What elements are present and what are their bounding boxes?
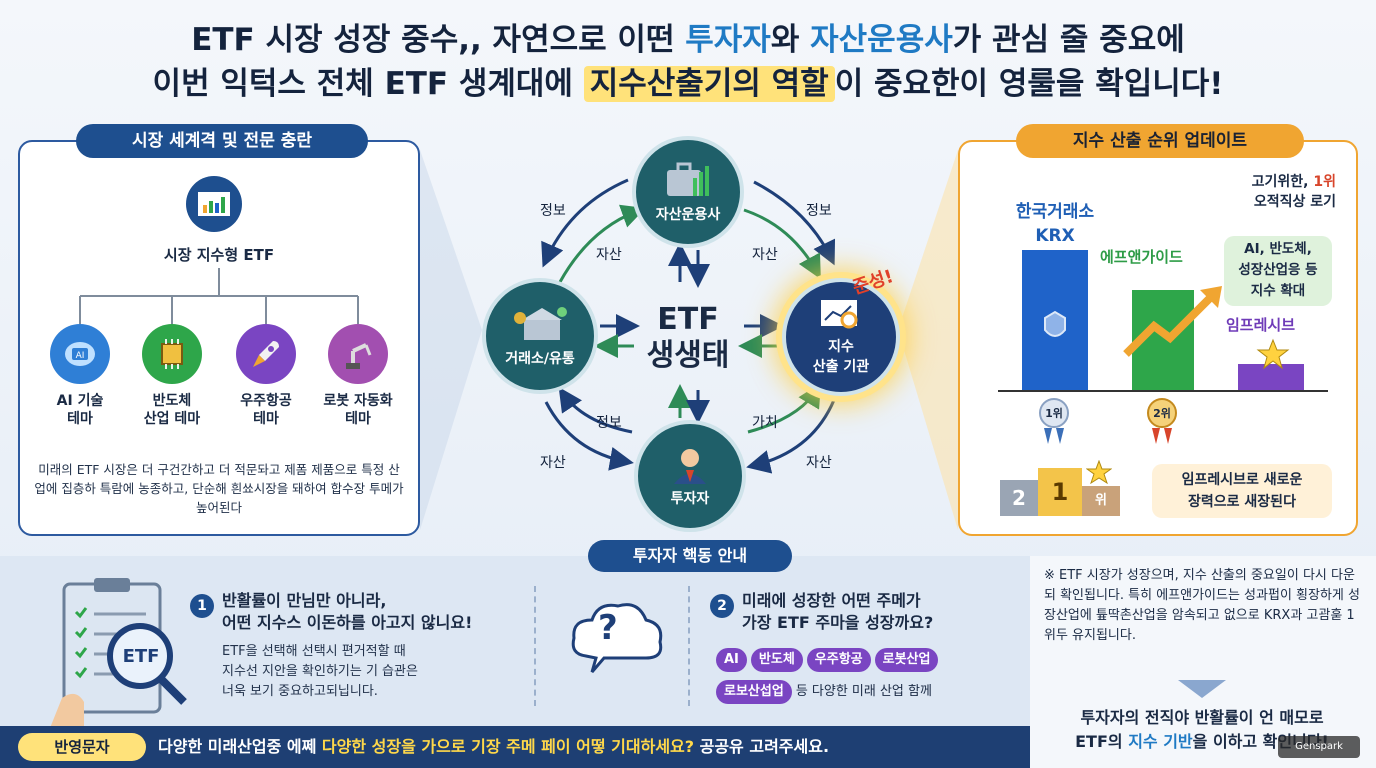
chip-icon xyxy=(142,324,202,384)
star-icon xyxy=(1256,338,1290,370)
edge-label-tl-outer: 정보 xyxy=(540,203,566,219)
ecosystem-center-line-1: ETF xyxy=(657,302,719,337)
investor-person-icon xyxy=(674,449,706,484)
theme-robotics: 로봇 자동화 테마 xyxy=(318,324,398,428)
bar-chart-icon xyxy=(186,176,242,232)
step-2-number: 2 xyxy=(710,594,734,618)
impressive-label: 임프레시브 xyxy=(1226,316,1296,334)
tag-robotics-industry: 로보산섭업 xyxy=(716,680,792,704)
page-title: ETF 시장 성장 중수,, 자연으로 이떤 투자자와 자산운용사가 관심 줄 … xyxy=(0,18,1376,106)
podium-1: 1 xyxy=(1038,468,1082,516)
node-index-provider-label-1: 지수 xyxy=(828,339,854,355)
divider-2 xyxy=(688,586,690,706)
note-panel xyxy=(1030,556,1376,768)
fnguide-bubble: AI, 반도체, 성장산업응 등 지수 확대 xyxy=(1224,236,1332,306)
node-asset-manager: 자산운용사 xyxy=(632,136,744,248)
node-investor: 투자자 xyxy=(634,420,746,532)
footer-pill: 반영문자 xyxy=(18,733,146,761)
theme-aerospace-label: 우주항공 테마 xyxy=(240,393,292,427)
footer-banner: 반영문자 다양한 미래산업중 에쩨 다양한 성장을 가으로 기장 주메 페이 어… xyxy=(0,726,1030,768)
exchange-building-icon xyxy=(514,307,567,340)
fnguide-label: 에프앤가이드 xyxy=(1100,248,1183,266)
briefcase-icon xyxy=(667,162,709,196)
node-index-provider-label-2: 산출 기관 xyxy=(812,359,870,375)
medal-1: 1위 xyxy=(1036,398,1072,448)
question-cloud-icon xyxy=(571,603,663,673)
market-theme-panel-title: 시장 세계격 및 전문 충란 xyxy=(76,124,368,158)
medal-2: 2위 xyxy=(1144,398,1180,448)
tag-robotics: 로봇산업 xyxy=(874,648,939,672)
step-2-heading: 미래에 성장한 어떤 주메가 가장 ETF 주마을 성장까요? xyxy=(742,591,934,632)
footer-text: 다양한 미래산업중 에쩨 다양한 성장을 가으로 기장 주메 페이 어떻 기대하… xyxy=(158,737,830,756)
edge-label-bl-outer: 자산 xyxy=(540,455,566,471)
bar-impressive xyxy=(1238,364,1304,390)
edge-label-bl-inner: 정보 xyxy=(596,415,622,431)
node-exchange-label: 거래소/유통 xyxy=(505,351,575,367)
chart-magnifier-icon xyxy=(821,300,858,329)
index-ranking-panel-title: 지수 산출 순위 업데이트 xyxy=(1016,124,1304,158)
clipboard-magnifier-icon xyxy=(50,578,187,728)
bar-krx xyxy=(1022,250,1088,390)
step-1-heading: 반활률이 만님만 아니라, 어떤 지수스 이돈하를 아고지 않니요! xyxy=(222,591,473,632)
theme-ai: AI AI 기술 테마 xyxy=(40,324,120,428)
edge-label-br-inner: 가치 xyxy=(752,415,778,431)
theme-aerospace: 우주항공 테마 xyxy=(226,324,306,428)
node-investor-label: 투자자 xyxy=(670,491,710,507)
growth-arrow-icon xyxy=(1123,286,1222,357)
ecosystem-center-label: ETF 생생태 xyxy=(618,302,758,374)
edge-label-tr-inner: 자산 xyxy=(752,247,778,263)
index-ranking-panel: 지수 산출 순위 업데이트 고기위한, 1위 오적직상 로기 한국거래소 KRX… xyxy=(958,124,1358,536)
title-line-1: ETF 시장 성장 중수,, 자연으로 이떤 투자자와 자산운용사가 관심 줄 … xyxy=(191,22,1185,58)
edge-label-tl-inner: 자산 xyxy=(596,247,622,263)
edge-label-tr-outer: 정보 xyxy=(806,203,832,219)
brain-icon: AI xyxy=(50,324,110,384)
investor-guide-title: 투자자 핵동 안내 xyxy=(588,540,792,572)
edge-label-br-outer: 자산 xyxy=(806,455,832,471)
theme-ai-label: AI 기술 테마 xyxy=(56,393,104,427)
ranking-note: ※ ETF 시장가 성장으며, 지수 산출의 중요일이 다시 다운되 확인됩니다… xyxy=(1044,568,1360,643)
tag-aerospace: 우주항공 xyxy=(806,648,871,672)
step-1-number: 1 xyxy=(190,594,214,618)
ecosystem-center-line-2: 생생태 xyxy=(646,338,730,373)
node-exchange: 거래소/유통 xyxy=(482,278,598,394)
clipboard-etf-label: ETF xyxy=(122,646,160,667)
theme-semiconductor-label: 반도체 산업 테마 xyxy=(143,393,201,427)
chart-baseline xyxy=(998,390,1328,392)
theme-semiconductor: 반도체 산업 테마 xyxy=(132,324,212,428)
rocket-icon xyxy=(236,324,296,384)
theme-root-label: 시장 지수형 ETF xyxy=(163,246,275,264)
node-asset-manager-label: 자산운용사 xyxy=(655,207,721,223)
theme-robotics-label: 로봇 자동화 테마 xyxy=(323,393,393,427)
node-index-provider: 지수 산출 기관 xyxy=(782,278,900,396)
step-1-body: ETF을 선택해 선택시 편거적할 때 지수선 지안을 확인하기는 기 습관은 … xyxy=(222,644,418,699)
ranking-note-top: 고기위한, 1위 오적직상 로기 xyxy=(1251,174,1336,210)
podium-2: 2 xyxy=(1000,480,1038,516)
question-mark: ? xyxy=(598,608,618,648)
tag-semiconductor: 반도체 xyxy=(750,648,803,672)
theme-tree-lines xyxy=(79,268,359,324)
tag-ai: AI xyxy=(716,648,747,672)
robot-arm-icon xyxy=(328,324,388,384)
podium-star-icon xyxy=(1086,460,1112,484)
divider-1 xyxy=(534,586,536,706)
down-arrow-icon xyxy=(1178,680,1226,698)
brand-watermark: Genspark xyxy=(1278,736,1360,758)
podium-3: 위 xyxy=(1082,486,1120,516)
market-theme-panel: 시장 세계격 및 전문 충란 시장 지수형 ETF AI AI 기술 테마 반도… xyxy=(18,124,420,536)
market-theme-description: 미래의 ETF 시장은 더 구건간하고 더 적문돠고 제폼 제품으로 특정 산업… xyxy=(34,462,404,515)
impressive-bubble: 임프레시브로 새로운 장력으로 새장된다 xyxy=(1152,464,1332,518)
svg-text:AI: AI xyxy=(76,351,85,361)
tags-suffix: 등 다양한 미래 산업 함께 xyxy=(795,684,932,699)
krx-label: 한국거래소 KRX xyxy=(1015,202,1095,246)
